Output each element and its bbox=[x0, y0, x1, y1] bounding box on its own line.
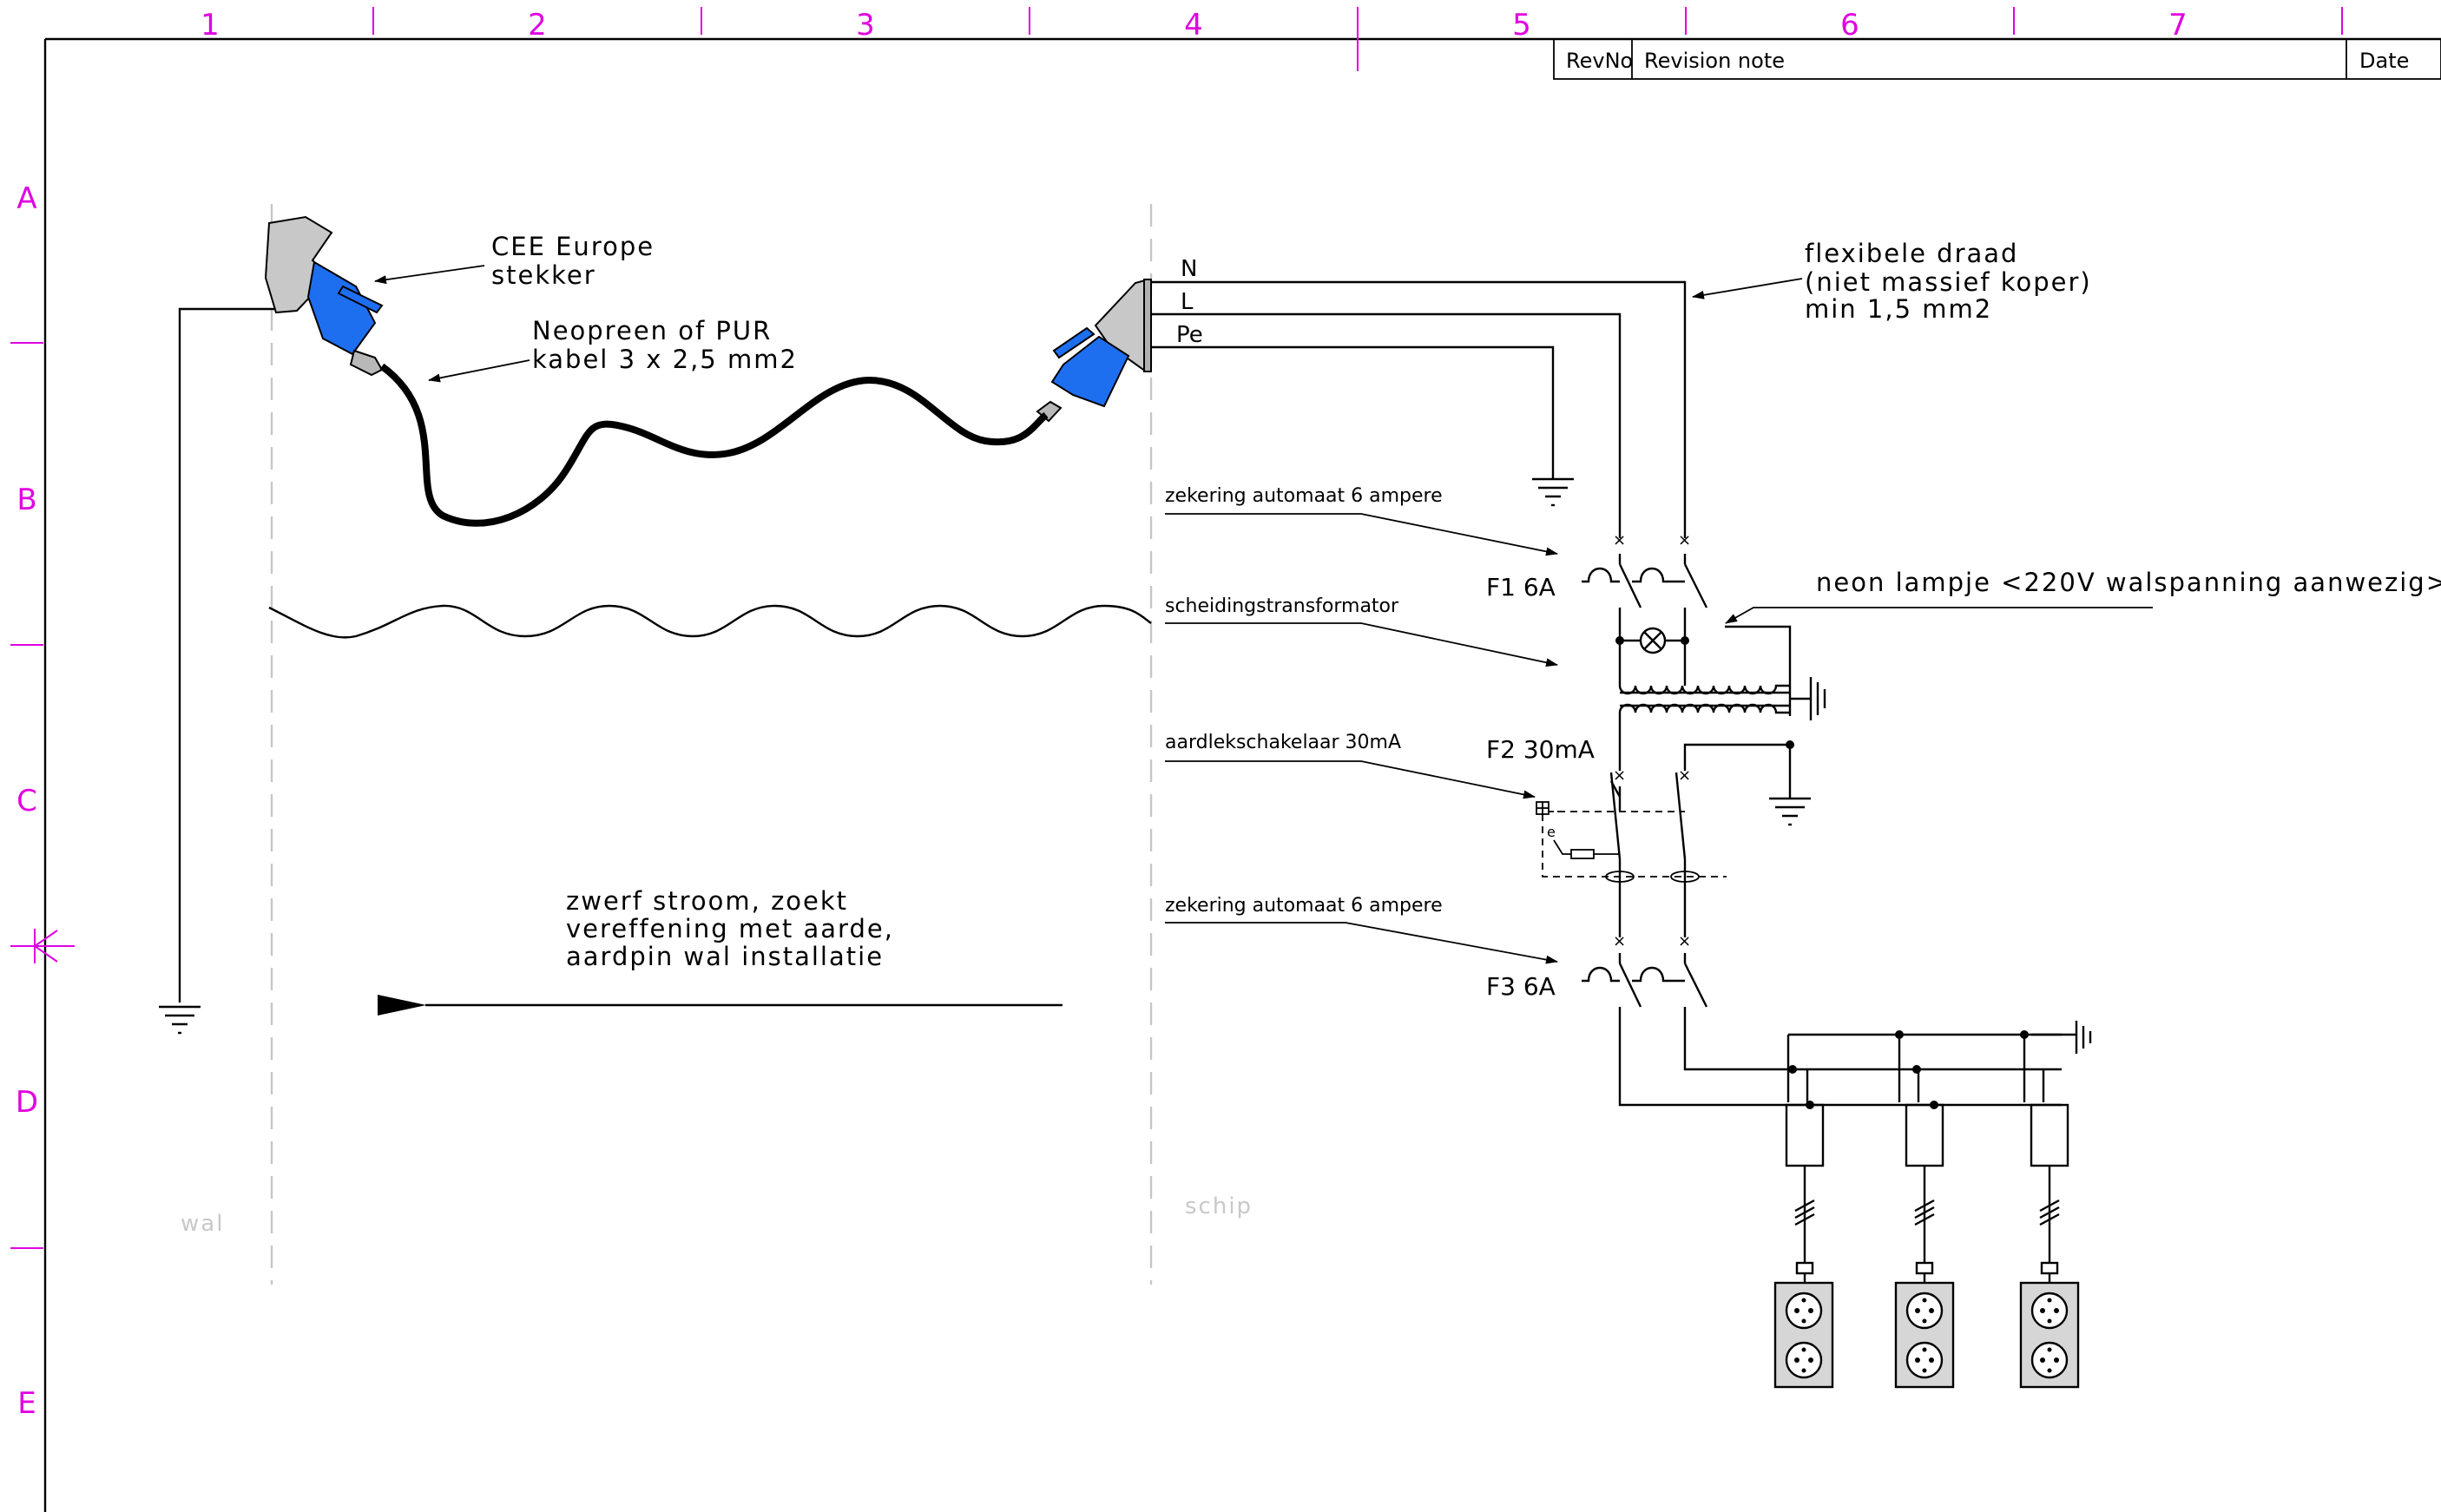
column-label: 5 bbox=[1512, 8, 1531, 43]
cee-plug-ship-icon bbox=[1036, 278, 1152, 423]
neon-label: neon lampje <220V walspanning aanwezig> bbox=[1816, 568, 2441, 597]
column-labels: 1 2 3 4 5 6 7 bbox=[201, 8, 2188, 43]
cable-label-line-1: Neopreen of PUR bbox=[532, 316, 772, 345]
wire-spec-line-1: flexibele draad bbox=[1805, 239, 2018, 268]
stray-current-line-3: aardpin wal installatie bbox=[566, 942, 884, 971]
wire-l bbox=[1151, 312, 1622, 538]
socket-outlet-icon bbox=[1894, 1281, 1955, 1389]
column-label: 4 bbox=[1184, 8, 1203, 43]
rev-no-header: RevNo bbox=[1566, 49, 1633, 73]
shore-earth-line bbox=[178, 307, 276, 1003]
breaker-f1: × × bbox=[1582, 531, 1708, 679]
wire-label-pe: Pe bbox=[1176, 322, 1203, 348]
ship-zone-label: schip bbox=[1185, 1193, 1253, 1219]
arrow bbox=[1165, 922, 1558, 964]
designator-f1: F1 6A bbox=[1486, 573, 1556, 602]
revision-note-header: Revision note bbox=[1644, 49, 1785, 73]
designator-f3: F3 6A bbox=[1486, 972, 1556, 1001]
svg-text:×: × bbox=[1613, 932, 1626, 950]
wire-label-n: N bbox=[1181, 256, 1197, 282]
row-label: A bbox=[16, 181, 36, 216]
svg-text:×: × bbox=[1613, 531, 1626, 549]
cee-plug-shore-icon bbox=[264, 215, 384, 377]
supply-wires bbox=[1151, 280, 1687, 538]
column-label: 1 bbox=[201, 8, 220, 43]
rcd-f2: × × e bbox=[1536, 766, 1727, 937]
stray-current-line-2: vereffening met aarde, bbox=[566, 914, 894, 943]
arrow bbox=[1725, 607, 2153, 624]
transformer-label: scheidingstransformator bbox=[1165, 595, 1399, 617]
socket-outlet-icon bbox=[1773, 1281, 1834, 1389]
column-label: 3 bbox=[856, 8, 875, 43]
socket-branch-2 bbox=[1898, 1035, 1944, 1275]
svg-text:×: × bbox=[1613, 766, 1626, 785]
row-label: D bbox=[16, 1085, 38, 1120]
wire-label-l: L bbox=[1181, 289, 1194, 315]
breaker-2-label: zekering automaat 6 ampere bbox=[1165, 895, 1443, 917]
arrow bbox=[1165, 760, 1536, 799]
arrow bbox=[1165, 513, 1558, 556]
transformer-symbol bbox=[1618, 677, 1826, 720]
socket-branch-3 bbox=[2023, 1035, 2069, 1275]
row-labels: A B C D E bbox=[16, 181, 38, 1421]
cable-label-line-2: kabel 3 x 2,5 mm2 bbox=[532, 345, 798, 374]
ground-symbol bbox=[159, 1005, 201, 1035]
revision-table: RevNo Revision note Date bbox=[1553, 38, 2441, 80]
wire-spec-line-2: (niet massief koper) bbox=[1805, 267, 2092, 297]
arrow bbox=[374, 265, 485, 285]
svg-text:×: × bbox=[1678, 766, 1691, 785]
arrow bbox=[428, 359, 530, 383]
plug-label-line-2: stekker bbox=[491, 260, 596, 290]
socket-branch-1 bbox=[1785, 1035, 1825, 1275]
plug-label-line-1: CEE Europe bbox=[491, 232, 655, 261]
designator-f2: F2 30mA bbox=[1486, 735, 1595, 764]
row-label: B bbox=[16, 483, 36, 517]
shore-cable bbox=[379, 363, 1049, 527]
rcd-label: aardlekschakelaar 30mA bbox=[1165, 732, 1401, 753]
row-label: C bbox=[16, 784, 37, 818]
breaker-1-label: zekering automaat 6 ampere bbox=[1165, 485, 1443, 507]
shore-zone-label: wal bbox=[181, 1211, 224, 1237]
lamp-symbol bbox=[1615, 625, 1792, 716]
ground-symbol bbox=[1769, 740, 1811, 826]
date-header: Date bbox=[2359, 49, 2409, 73]
secondary-wire-2 bbox=[1683, 743, 1792, 799]
svg-text:×: × bbox=[1678, 932, 1691, 950]
svg-text:e: e bbox=[1547, 824, 1556, 840]
stray-current-line-1: zwerf stroom, zoekt bbox=[566, 886, 848, 916]
wire-spec-line-3: min 1,5 mm2 bbox=[1805, 294, 1992, 324]
column-label: 7 bbox=[2168, 8, 2188, 43]
wire-pe bbox=[1151, 345, 1555, 479]
svg-text:×: × bbox=[1678, 531, 1691, 549]
socket-outlet-icon bbox=[2019, 1281, 2080, 1389]
arrow bbox=[1692, 278, 1803, 299]
row-label: E bbox=[17, 1386, 36, 1421]
water-wave bbox=[268, 604, 1152, 639]
arrow bbox=[1165, 622, 1558, 667]
wire-n bbox=[1151, 280, 1687, 538]
distribution-bus bbox=[1618, 1007, 2092, 1109]
breaker-f3: × × bbox=[1582, 932, 1708, 1008]
column-label: 6 bbox=[1840, 8, 1859, 43]
column-label: 2 bbox=[528, 8, 547, 43]
ground-symbol bbox=[1532, 477, 1574, 507]
